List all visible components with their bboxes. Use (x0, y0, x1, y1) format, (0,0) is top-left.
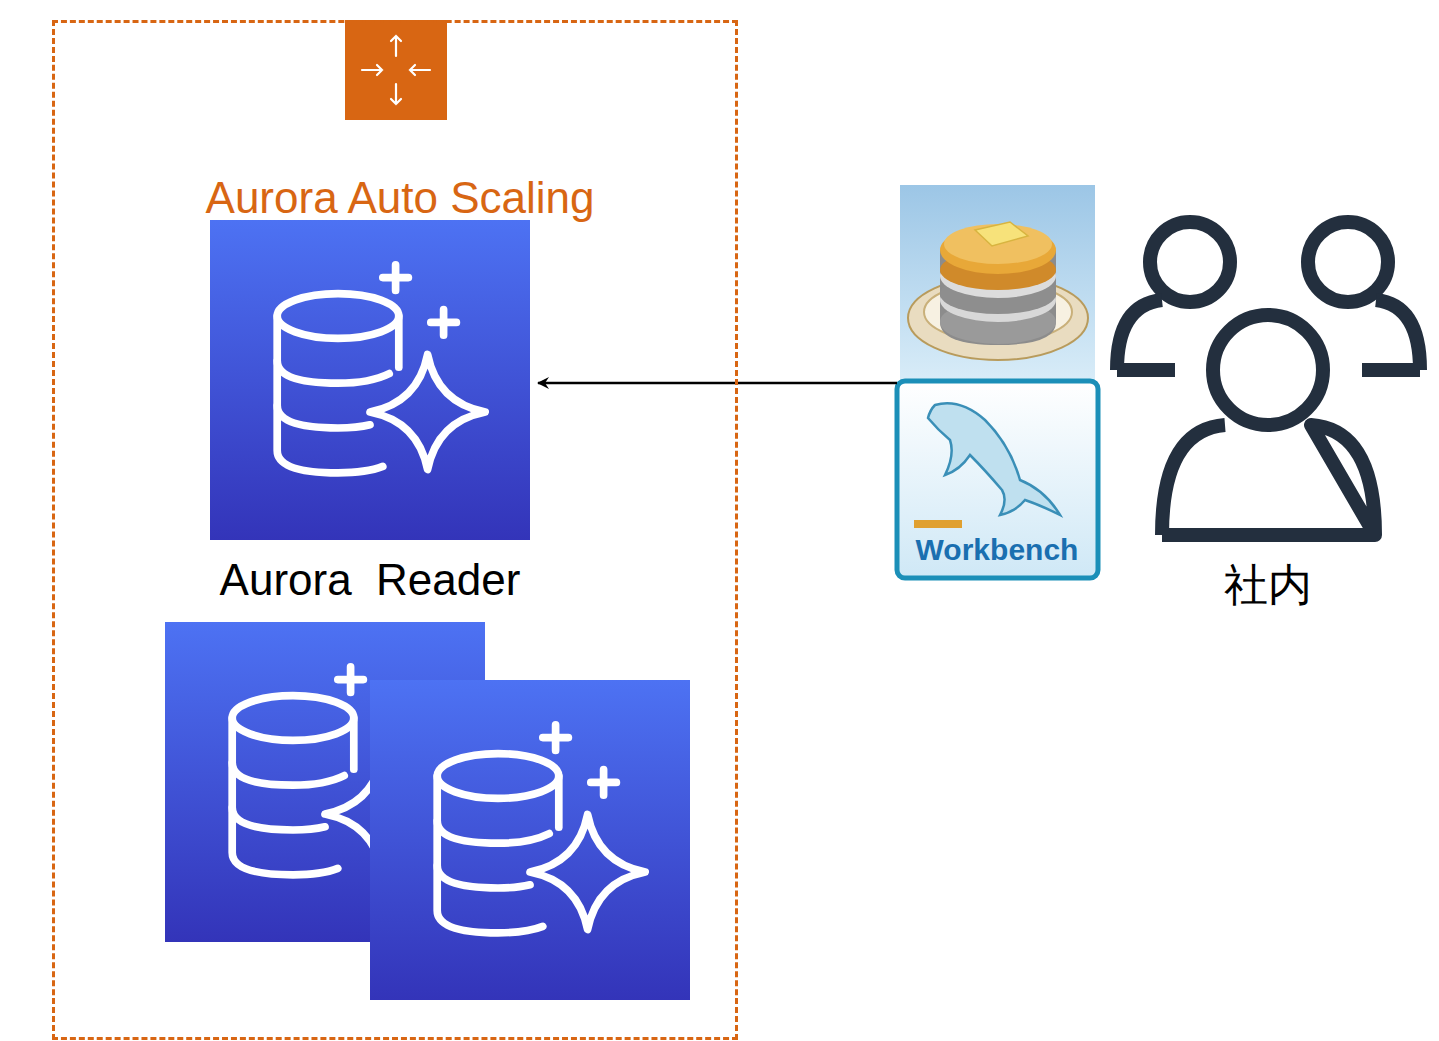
users-node: 社内 (1110, 215, 1430, 615)
auto-scaling-icon (345, 20, 447, 120)
logo-text: Workbench (916, 533, 1079, 568)
aurora-replica-icon (370, 680, 690, 1000)
arrow-connector (538, 382, 897, 385)
workbench-icon (897, 381, 1098, 578)
node-label: 社内 (1224, 560, 1312, 611)
auto-scaling-group: Aurora Auto ScalingAurora Reader (52, 20, 738, 1040)
group-title: Aurora Auto Scaling (206, 173, 595, 224)
workbench-node: Workbench (897, 381, 1098, 578)
sequel-pro-icon (900, 185, 1095, 380)
node-label: Aurora Reader (220, 555, 521, 606)
users-icon (1117, 222, 1420, 535)
aurora-reader-node: Aurora Reader (210, 220, 530, 610)
aurora-reader-icon (210, 220, 530, 540)
